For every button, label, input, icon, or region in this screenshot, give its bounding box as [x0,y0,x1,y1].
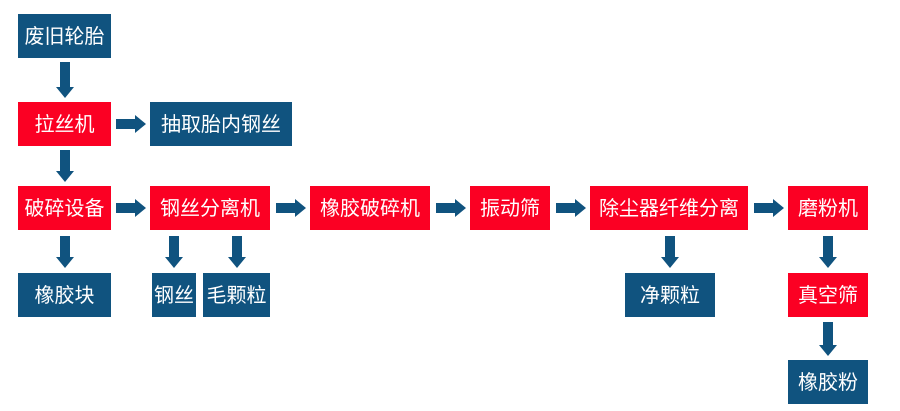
flow-node-label: 橡胶粉 [798,370,858,394]
arrow-right-icon [754,196,784,220]
arrow-down-icon [53,62,77,98]
flow-node-label: 废旧轮胎 [24,24,105,48]
flow-node-label: 净颗粒 [640,283,700,307]
arrow-right-icon [556,196,586,220]
arrow-right-icon [436,196,466,220]
flow-node-label: 真空筛 [798,283,858,307]
flow-node-label: 除尘器纤维分离 [599,196,739,220]
flow-node-label: 钢丝 [154,283,194,307]
flow-node-振动筛[interactable]: 振动筛 [470,186,550,230]
arrow-down-icon [53,150,77,182]
arrow-down-icon [816,236,840,268]
arrow-down-icon [658,236,682,268]
flow-node-label: 抽取胎内钢丝 [161,112,281,136]
flow-node-label: 拉丝机 [34,112,95,136]
flow-node-橡胶破碎机[interactable]: 橡胶破碎机 [310,186,430,230]
flow-node-净颗粒[interactable]: 净颗粒 [625,273,715,317]
arrow-down-icon [816,322,840,356]
flow-node-label: 橡胶破碎机 [320,196,420,220]
flow-node-真空筛[interactable]: 真空筛 [788,273,868,317]
flow-node-除尘器纤维分离[interactable]: 除尘器纤维分离 [590,186,748,230]
flow-node-拉丝机[interactable]: 拉丝机 [18,102,111,146]
arrow-down-icon [53,236,77,268]
flow-node-label: 振动筛 [480,196,540,220]
flow-node-磨粉机[interactable]: 磨粉机 [788,186,868,230]
flow-node-label: 钢丝分离机 [160,196,260,220]
flow-node-毛颗粒[interactable]: 毛颗粒 [203,273,270,317]
flow-node-label: 橡胶块 [34,283,95,307]
arrow-right-icon [276,196,306,220]
flow-node-label: 磨粉机 [798,196,858,220]
arrow-right-icon [116,196,146,220]
flow-node-破碎设备[interactable]: 破碎设备 [18,186,111,230]
flow-node-label: 破碎设备 [24,196,105,220]
flow-node-label: 毛颗粒 [206,283,267,307]
arrow-down-icon [162,236,186,268]
flow-node-橡胶块[interactable]: 橡胶块 [18,273,111,317]
flow-node-废旧轮胎[interactable]: 废旧轮胎 [18,14,111,58]
flow-node-抽取胎内钢丝[interactable]: 抽取胎内钢丝 [150,102,292,146]
arrow-right-icon [116,112,146,136]
flow-node-橡胶粉[interactable]: 橡胶粉 [788,360,868,404]
flow-node-钢丝[interactable]: 钢丝 [152,273,196,317]
flow-node-钢丝分离机[interactable]: 钢丝分离机 [150,186,270,230]
arrow-down-icon [225,236,249,268]
